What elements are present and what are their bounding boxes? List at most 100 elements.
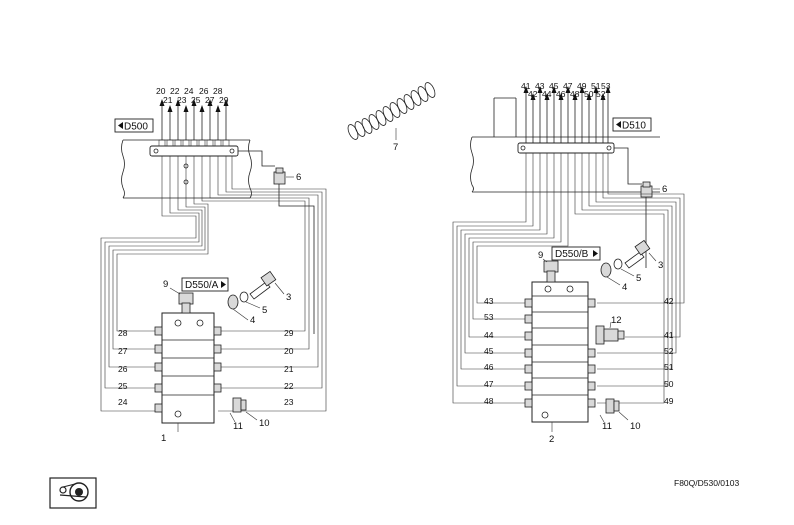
label-21: 21 — [163, 95, 173, 105]
label-26: 26 — [199, 86, 209, 96]
left-top-labels: 20 22 24 26 28 21 23 25 27 29 — [156, 86, 229, 105]
part-4-label: 4 — [250, 315, 255, 326]
valve-block-left: 1 — [154, 312, 222, 444]
label-49: 49 — [577, 81, 587, 91]
part-6-label: 6 — [662, 184, 667, 195]
left-side-labels: 28 27 26 25 24 29 20 21 22 23 — [118, 328, 294, 407]
side-label: 26 — [118, 364, 128, 374]
part-11-label: 11 — [233, 421, 243, 432]
side-label: 22 — [284, 381, 294, 391]
distribution-bar-right — [517, 86, 615, 154]
side-label: 25 — [118, 381, 128, 391]
arrow-left-icon — [616, 121, 621, 128]
side-label: 47 — [484, 379, 494, 389]
label-22: 22 — [170, 86, 180, 96]
side-label: 27 — [118, 346, 128, 356]
side-label: 50 — [664, 379, 674, 389]
side-label: 46 — [484, 362, 494, 372]
label-46: 46 — [556, 89, 566, 99]
fitting-6-right: 6 — [614, 147, 667, 268]
label-25: 25 — [191, 95, 201, 105]
side-label: 52 — [664, 346, 674, 356]
connector-12: 12 — [595, 315, 625, 345]
label-28: 28 — [213, 86, 223, 96]
right-side-labels: 43 53 44 45 46 47 48 42 41 52 51 50 49 — [484, 296, 674, 406]
side-label: 23 — [284, 397, 294, 407]
right-frame-rail — [470, 97, 660, 193]
part-9-label: 9 — [163, 279, 168, 290]
bolt-3-left: 3 — [249, 270, 291, 303]
label-41: 41 — [521, 81, 531, 91]
side-label: 45 — [484, 346, 494, 356]
part-6-label: 6 — [296, 172, 301, 183]
ref-tag-d510: D510 — [612, 117, 652, 132]
valve-block-right: 2 — [524, 281, 596, 445]
left-assembly: D500 — [100, 86, 327, 444]
label-42: 42 — [528, 89, 538, 99]
side-label: 28 — [118, 328, 128, 338]
block-number-1: 1 — [161, 433, 166, 444]
label-48: 48 — [570, 89, 580, 99]
right-top-labels: 41 43 45 47 49 51 53 42 44 46 48 50 52 — [521, 81, 611, 99]
label-51: 51 — [591, 81, 601, 91]
block-number-2: 2 — [549, 434, 554, 445]
side-label: 29 — [284, 328, 294, 338]
distribution-bar — [149, 99, 239, 157]
side-label: 48 — [484, 396, 494, 406]
plug-right: 11 10 — [599, 398, 641, 432]
machine-symbol-icon — [49, 477, 97, 509]
label-47: 47 — [563, 81, 573, 91]
part-5-label: 5 — [636, 273, 641, 284]
drawing-code: F80Q/D530/0103 — [674, 478, 739, 488]
plug-left: 11 10 — [229, 397, 270, 432]
side-label: 51 — [664, 362, 674, 372]
part-11-label: 11 — [602, 421, 612, 432]
side-label: 43 — [484, 296, 494, 306]
side-label: 44 — [484, 330, 494, 340]
valve-tag-d550b: D550/B — [551, 246, 601, 261]
side-label: 24 — [118, 397, 128, 407]
side-label: 20 — [284, 346, 294, 356]
side-label: 41 — [664, 330, 674, 340]
right-assembly: D510 — [452, 81, 685, 445]
part-12-label: 12 — [611, 315, 622, 326]
ref-tag-text: D510 — [622, 121, 646, 132]
ref-tag-d500: D500 — [114, 118, 154, 133]
label-24: 24 — [184, 86, 194, 96]
part-7-label: 7 — [393, 142, 398, 153]
fitting-6-left: 6 — [238, 150, 315, 334]
part-10-label: 10 — [630, 421, 641, 432]
valve-9-right: 9 — [538, 250, 559, 283]
side-label: 49 — [664, 396, 674, 406]
label-52: 52 — [596, 89, 606, 99]
arrow-right-icon — [221, 281, 226, 288]
label-29: 29 — [219, 95, 229, 105]
label-20: 20 — [156, 86, 166, 96]
label-50: 50 — [584, 89, 594, 99]
valve-tag-text: D550/A — [185, 280, 219, 291]
ref-tag-text: D500 — [124, 122, 148, 133]
label-43: 43 — [535, 81, 545, 91]
hose-bundle-right — [452, 153, 685, 404]
part-3-label: 3 — [286, 292, 291, 303]
side-label: 21 — [284, 364, 294, 374]
label-27: 27 — [205, 95, 215, 105]
washers-right: 4 5 — [600, 258, 641, 293]
valve-tag-d550a: D550/A — [181, 277, 229, 292]
label-45: 45 — [549, 81, 559, 91]
part-4-label: 4 — [622, 282, 627, 293]
part-10-label: 10 — [259, 418, 270, 429]
valve-9-left: 9 — [163, 279, 194, 314]
label-53: 53 — [601, 81, 611, 91]
part-9-label: 9 — [538, 250, 543, 261]
spring-7: 7 — [347, 82, 436, 153]
part-3-label: 3 — [658, 260, 663, 271]
washers-left: 4 5 — [227, 291, 267, 326]
side-label: 42 — [664, 296, 674, 306]
label-23: 23 — [177, 95, 187, 105]
part-5-label: 5 — [262, 305, 267, 316]
valve-tag-text: D550/B — [555, 249, 589, 260]
bolt-3-right: 3 — [624, 239, 663, 271]
hose-bundle-left — [100, 156, 327, 412]
